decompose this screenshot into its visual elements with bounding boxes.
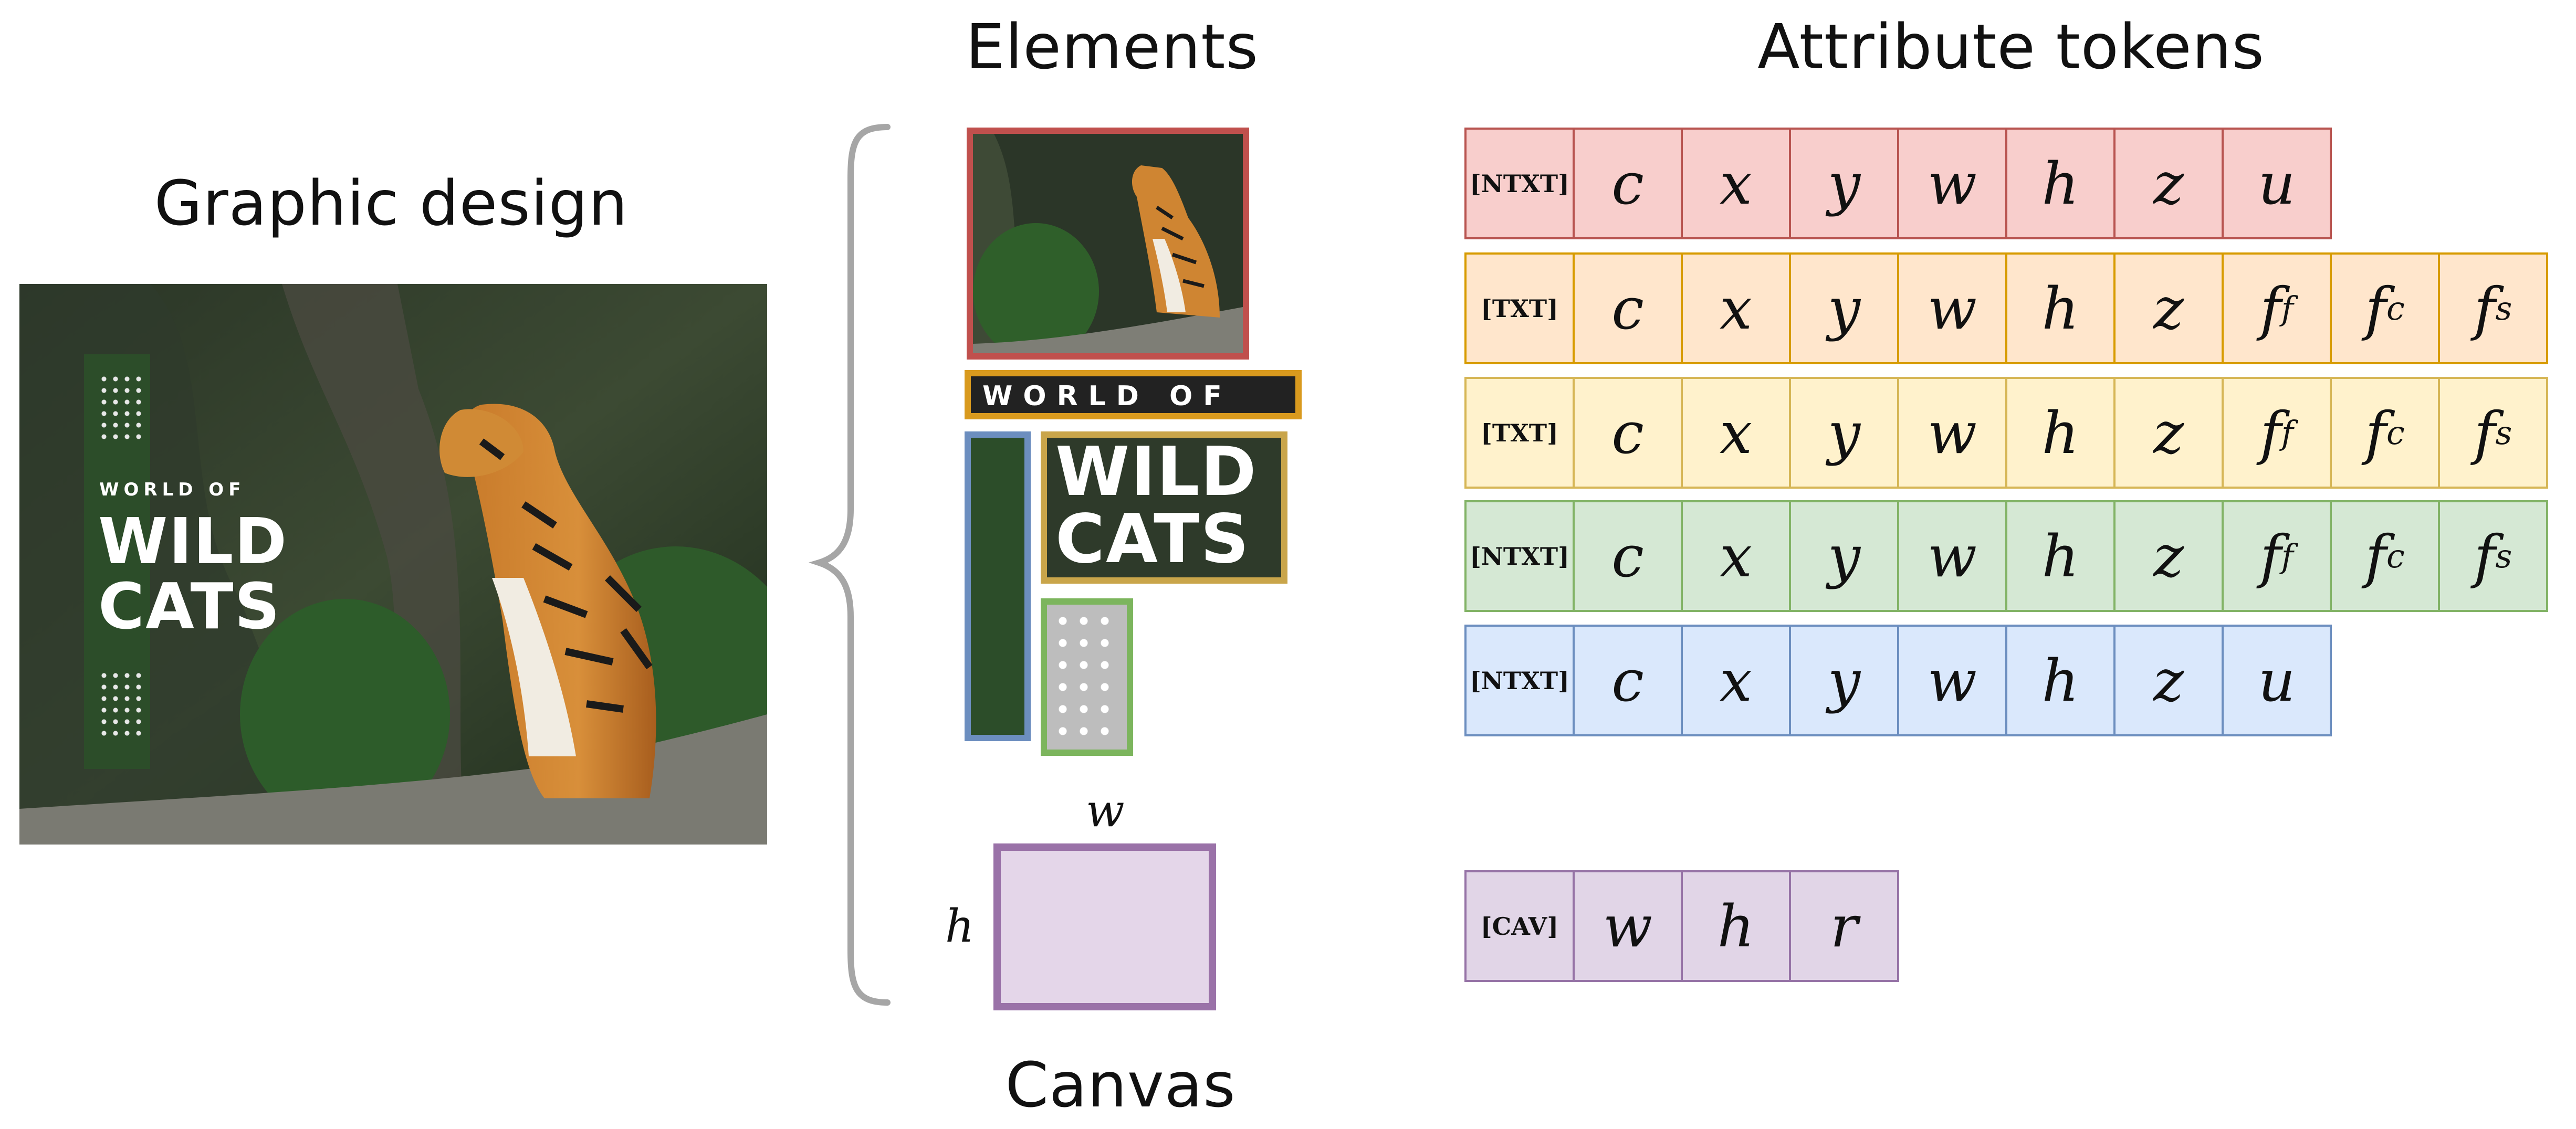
element-dots xyxy=(1052,610,1122,744)
attribute-token: x xyxy=(1681,625,1791,736)
elements-heading: Elements xyxy=(965,10,1259,83)
canvas-element xyxy=(993,843,1216,1010)
attribute-token: c xyxy=(1573,625,1683,736)
attribute-token: z xyxy=(2113,128,2224,239)
attribute-token: y xyxy=(1789,500,1899,612)
attribute-token: x xyxy=(1681,500,1791,612)
attribute-token: w xyxy=(1897,252,2007,364)
poster-title-line1: WILD xyxy=(98,505,288,578)
attribute-token: c xyxy=(1573,500,1683,612)
attribute-token: y xyxy=(1789,252,1899,364)
attribute-token: h xyxy=(2005,500,2116,612)
element-green-band xyxy=(965,431,1031,741)
attribute-token: x xyxy=(1681,377,1791,489)
attribute-token: h xyxy=(2005,128,2116,239)
attribute-token: h xyxy=(2005,252,2116,364)
element-world-of-label: WORLD OF xyxy=(982,381,1232,412)
attribute-token: z xyxy=(2113,500,2224,612)
canvas-heading: Canvas xyxy=(1005,1049,1236,1121)
element-wild-line1: WILD xyxy=(1055,433,1258,511)
token-type-tag: [NTXT] xyxy=(1464,500,1575,612)
attribute-token: y xyxy=(1789,625,1899,736)
element-photo xyxy=(967,128,1249,360)
attribute-token: r xyxy=(1789,870,1899,982)
poster-dots-bottom xyxy=(98,670,144,739)
token-type-tag: [CAV] xyxy=(1464,870,1575,982)
graphic-design-poster: WORLD OF WILD CATS xyxy=(19,284,767,845)
token-type-tag: [NTXT] xyxy=(1464,625,1575,736)
element-wild-line2: CATS xyxy=(1055,500,1250,578)
poster-dots-top xyxy=(98,373,144,442)
attribute-token: w xyxy=(1897,128,2007,239)
canvas-height-label: h xyxy=(945,900,975,953)
attribute-token: w xyxy=(1897,377,2007,489)
attribute-token: w xyxy=(1897,500,2007,612)
attribute-token: c xyxy=(1573,252,1683,364)
attribute-tokens-heading: Attribute tokens xyxy=(1757,10,2265,83)
poster-small-text: WORLD OF xyxy=(99,479,246,500)
element-photo-image xyxy=(973,134,1243,353)
attribute-token: z xyxy=(2113,625,2224,736)
attribute-token: y xyxy=(1789,128,1899,239)
attribute-token: h xyxy=(2005,625,2116,736)
element-wild-cats-text: WILD CATS xyxy=(1041,431,1287,584)
attribute-token: z xyxy=(2113,252,2224,364)
attribute-token: h xyxy=(2005,377,2116,489)
graphic-design-heading: Graphic design xyxy=(154,167,629,239)
token-type-tag: [NTXT] xyxy=(1464,128,1575,239)
attribute-token: h xyxy=(1681,870,1791,982)
attribute-token: w xyxy=(1897,625,2007,736)
token-type-tag: [TXT] xyxy=(1464,377,1575,489)
attribute-token: y xyxy=(1789,377,1899,489)
attribute-token: z xyxy=(2113,377,2224,489)
attribute-token: w xyxy=(1573,870,1683,982)
poster-title-line2: CATS xyxy=(98,571,281,643)
curly-brace xyxy=(809,124,891,1006)
token-type-tag: [TXT] xyxy=(1464,252,1575,364)
element-dots-pattern xyxy=(1041,598,1133,756)
attribute-token: u xyxy=(2222,128,2332,239)
element-world-of-text: WORLD OF xyxy=(965,370,1302,419)
attribute-token: x xyxy=(1681,252,1791,364)
attribute-token: c xyxy=(1573,377,1683,489)
poster-title: WILD CATS xyxy=(98,510,288,640)
element-wild-cats-label: WILD CATS xyxy=(1055,439,1258,573)
attribute-token: u xyxy=(2222,625,2332,736)
attribute-token: c xyxy=(1573,128,1683,239)
attribute-token: x xyxy=(1681,128,1791,239)
canvas-width-label: w xyxy=(1086,785,1125,837)
